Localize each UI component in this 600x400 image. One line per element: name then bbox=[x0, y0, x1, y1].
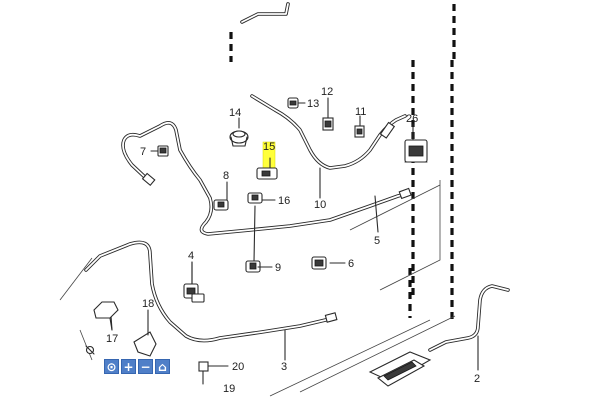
part-20-fastener[interactable] bbox=[198, 361, 209, 385]
lower-component bbox=[368, 351, 432, 387]
callout-2: 2 bbox=[474, 373, 480, 385]
frame-outline bbox=[59, 180, 456, 397]
callout-4: 4 bbox=[188, 250, 194, 262]
brake-line-7 bbox=[121, 121, 412, 236]
callout-14: 14 bbox=[229, 107, 241, 119]
brake-line-3 bbox=[84, 240, 338, 343]
callout-labels: 14 13 12 11 26 15 10 16 8 7 5 6 9 4 18 1… bbox=[106, 86, 480, 395]
section-boundaries bbox=[229, 4, 456, 320]
brake-line-10 bbox=[250, 94, 407, 170]
callout-15: 15 bbox=[263, 141, 275, 153]
part-8-clip[interactable] bbox=[213, 199, 229, 211]
callout-18: 18 bbox=[142, 298, 154, 310]
zoom-in-button[interactable]: + bbox=[121, 359, 136, 374]
zoom-controls: ⊙ + − ⌂ bbox=[104, 359, 170, 374]
callout-11: 11 bbox=[355, 106, 366, 118]
part-11-clip[interactable] bbox=[354, 125, 365, 138]
part-26-mount[interactable] bbox=[404, 139, 428, 163]
part-16-clip[interactable] bbox=[247, 192, 263, 204]
part-6-clip[interactable] bbox=[311, 256, 327, 270]
callout-10: 10 bbox=[314, 199, 326, 211]
part-18-bracket[interactable] bbox=[133, 331, 157, 357]
part-15-clip-highlighted[interactable] bbox=[256, 141, 278, 180]
small-bolt bbox=[85, 345, 95, 355]
callout-26: 26 bbox=[406, 113, 418, 125]
callout-19: 19 bbox=[223, 383, 235, 395]
brake-line-top bbox=[240, 2, 290, 24]
zoom-out-button[interactable]: − bbox=[138, 359, 153, 374]
part-4-clip[interactable] bbox=[183, 283, 205, 303]
part-12-bracket[interactable] bbox=[322, 117, 334, 131]
clip-lines bbox=[109, 205, 256, 331]
callout-20: 20 bbox=[232, 361, 244, 373]
callout-17: 17 bbox=[106, 333, 118, 345]
callout-6: 6 bbox=[348, 258, 354, 270]
home-button[interactable]: ⌂ bbox=[155, 359, 170, 374]
callout-3: 3 bbox=[281, 361, 287, 373]
fit-view-button[interactable]: ⊙ bbox=[104, 359, 119, 374]
leader-lines bbox=[109, 97, 479, 371]
callout-7: 7 bbox=[140, 146, 146, 158]
part-17-bracket[interactable] bbox=[93, 301, 119, 319]
callout-8: 8 bbox=[223, 170, 229, 182]
part-13-clip[interactable] bbox=[287, 97, 299, 109]
callout-9: 9 bbox=[275, 262, 281, 274]
brake-line-2 bbox=[428, 284, 510, 352]
part-14-grommet[interactable] bbox=[229, 130, 249, 147]
callout-12: 12 bbox=[321, 86, 333, 98]
part-7-clip[interactable] bbox=[157, 145, 169, 157]
callout-16: 16 bbox=[278, 195, 290, 207]
callout-13: 13 bbox=[307, 98, 319, 110]
callout-5: 5 bbox=[374, 235, 380, 247]
